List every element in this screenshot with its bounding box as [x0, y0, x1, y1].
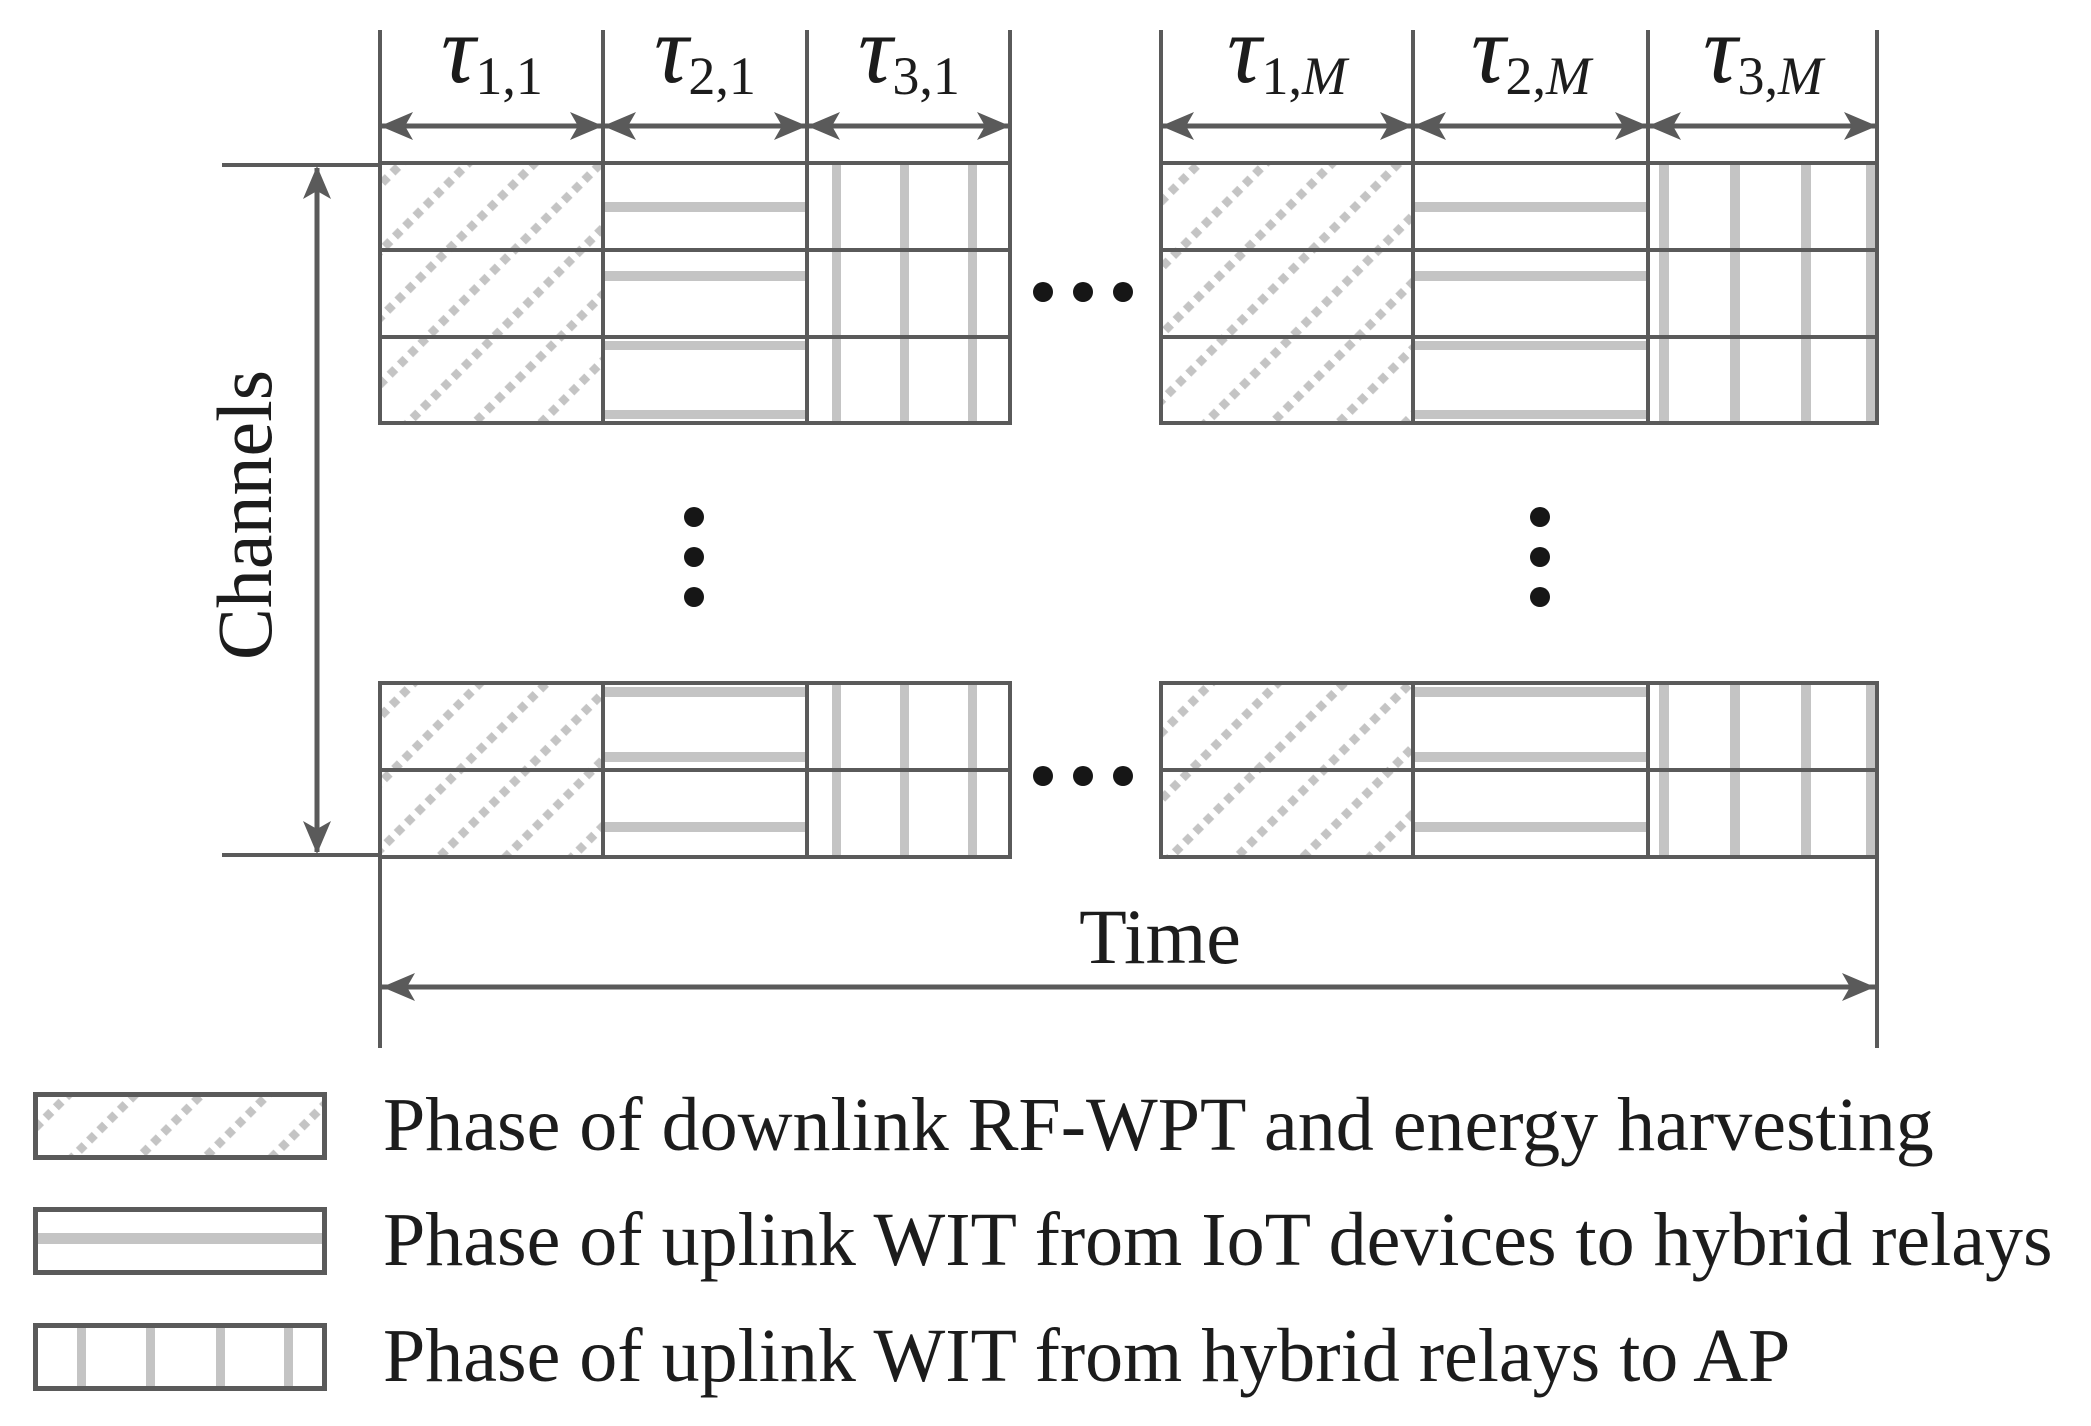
grid-lines: [380, 163, 1010, 423]
vertical-ellipsis-right: [1530, 507, 1550, 607]
time-arrowhead-right: [1842, 973, 1875, 1001]
channels-axis-label: Channels: [201, 370, 288, 660]
phase3-bars: [1659, 163, 1876, 423]
vertical-ellipsis-left: [684, 507, 704, 607]
phase1-hatch-block: [1161, 163, 1413, 423]
legend-item-uplink-iot-to-relay: Phase of uplink WIT from IoT devices to …: [33, 1198, 2053, 1282]
horizontal-band: [36, 1233, 324, 1244]
channels-arrowhead-down: [303, 821, 331, 854]
phase2-bands: [1413, 687, 1648, 832]
horizontal-ellipsis-top: [1033, 282, 1133, 302]
legend-label: Phase of uplink WIT from hybrid relays t…: [383, 1314, 1790, 1398]
block-border: [1159, 681, 1879, 859]
grid-lines: [1161, 163, 1877, 423]
block-border: [378, 681, 1012, 859]
diagonal-hatch-swatch-icon: [33, 1092, 327, 1160]
time-axis-label: Time: [1079, 893, 1241, 980]
phase1-hatch-block: [380, 163, 603, 423]
channels-extension-lines: [222, 163, 380, 857]
horizontal-ellipsis-bottom: [1033, 766, 1133, 786]
legend: Phase of downlink RF-WPT and energy harv…: [33, 1083, 2053, 1398]
tau-dimension-arrows: [380, 112, 1877, 140]
vertical-lines-swatch-icon: [33, 1323, 327, 1391]
dimension-ticks: [378, 30, 1879, 163]
block-border: [1159, 161, 1879, 425]
tau-label-2-M: τ2,M: [1471, 0, 1594, 106]
block-group-bottom-left: [378, 681, 1012, 859]
legend-label: Phase of uplink WIT from IoT devices to …: [383, 1198, 2053, 1282]
phase2-bands: [1413, 202, 1648, 419]
tau-label-1-M: τ1,M: [1227, 0, 1350, 106]
channels-arrowhead-up: [303, 166, 331, 199]
block-group-bottom-right: [1159, 681, 1879, 859]
grid-lines: [380, 683, 1010, 857]
vertical-bars: [77, 1325, 293, 1389]
grid-lines: [1161, 683, 1877, 857]
phase3-bars: [832, 163, 977, 423]
block-group-top-left: [378, 161, 1012, 425]
block-border: [378, 161, 1012, 425]
tau-labels: τ1,1 τ2,1 τ3,1 τ1,M τ2,M τ3,M: [441, 0, 1826, 106]
phase2-bands: [603, 687, 807, 832]
legend-label: Phase of downlink RF-WPT and energy harv…: [383, 1083, 1934, 1167]
channels-axis: Channels: [201, 163, 380, 857]
horizontal-lines-swatch-icon: [33, 1207, 327, 1275]
time-arrowhead-left: [382, 973, 415, 1001]
legend-item-uplink-relay-to-ap: Phase of uplink WIT from hybrid relays t…: [33, 1314, 1790, 1398]
tau-label-3-1: τ3,1: [858, 0, 960, 106]
tau-label-2-1: τ2,1: [654, 0, 756, 106]
phase2-bands: [603, 202, 807, 419]
ellipsis-dots: [684, 282, 1550, 786]
time-ticks: [378, 857, 1879, 1048]
tau-label-3-M: τ3,M: [1703, 0, 1826, 106]
time-axis: Time: [378, 857, 1879, 1048]
legend-item-downlink-wpt: Phase of downlink RF-WPT and energy harv…: [33, 1083, 1934, 1167]
block-group-top-right: [1159, 161, 1879, 425]
tau-label-1-1: τ1,1: [441, 0, 543, 106]
